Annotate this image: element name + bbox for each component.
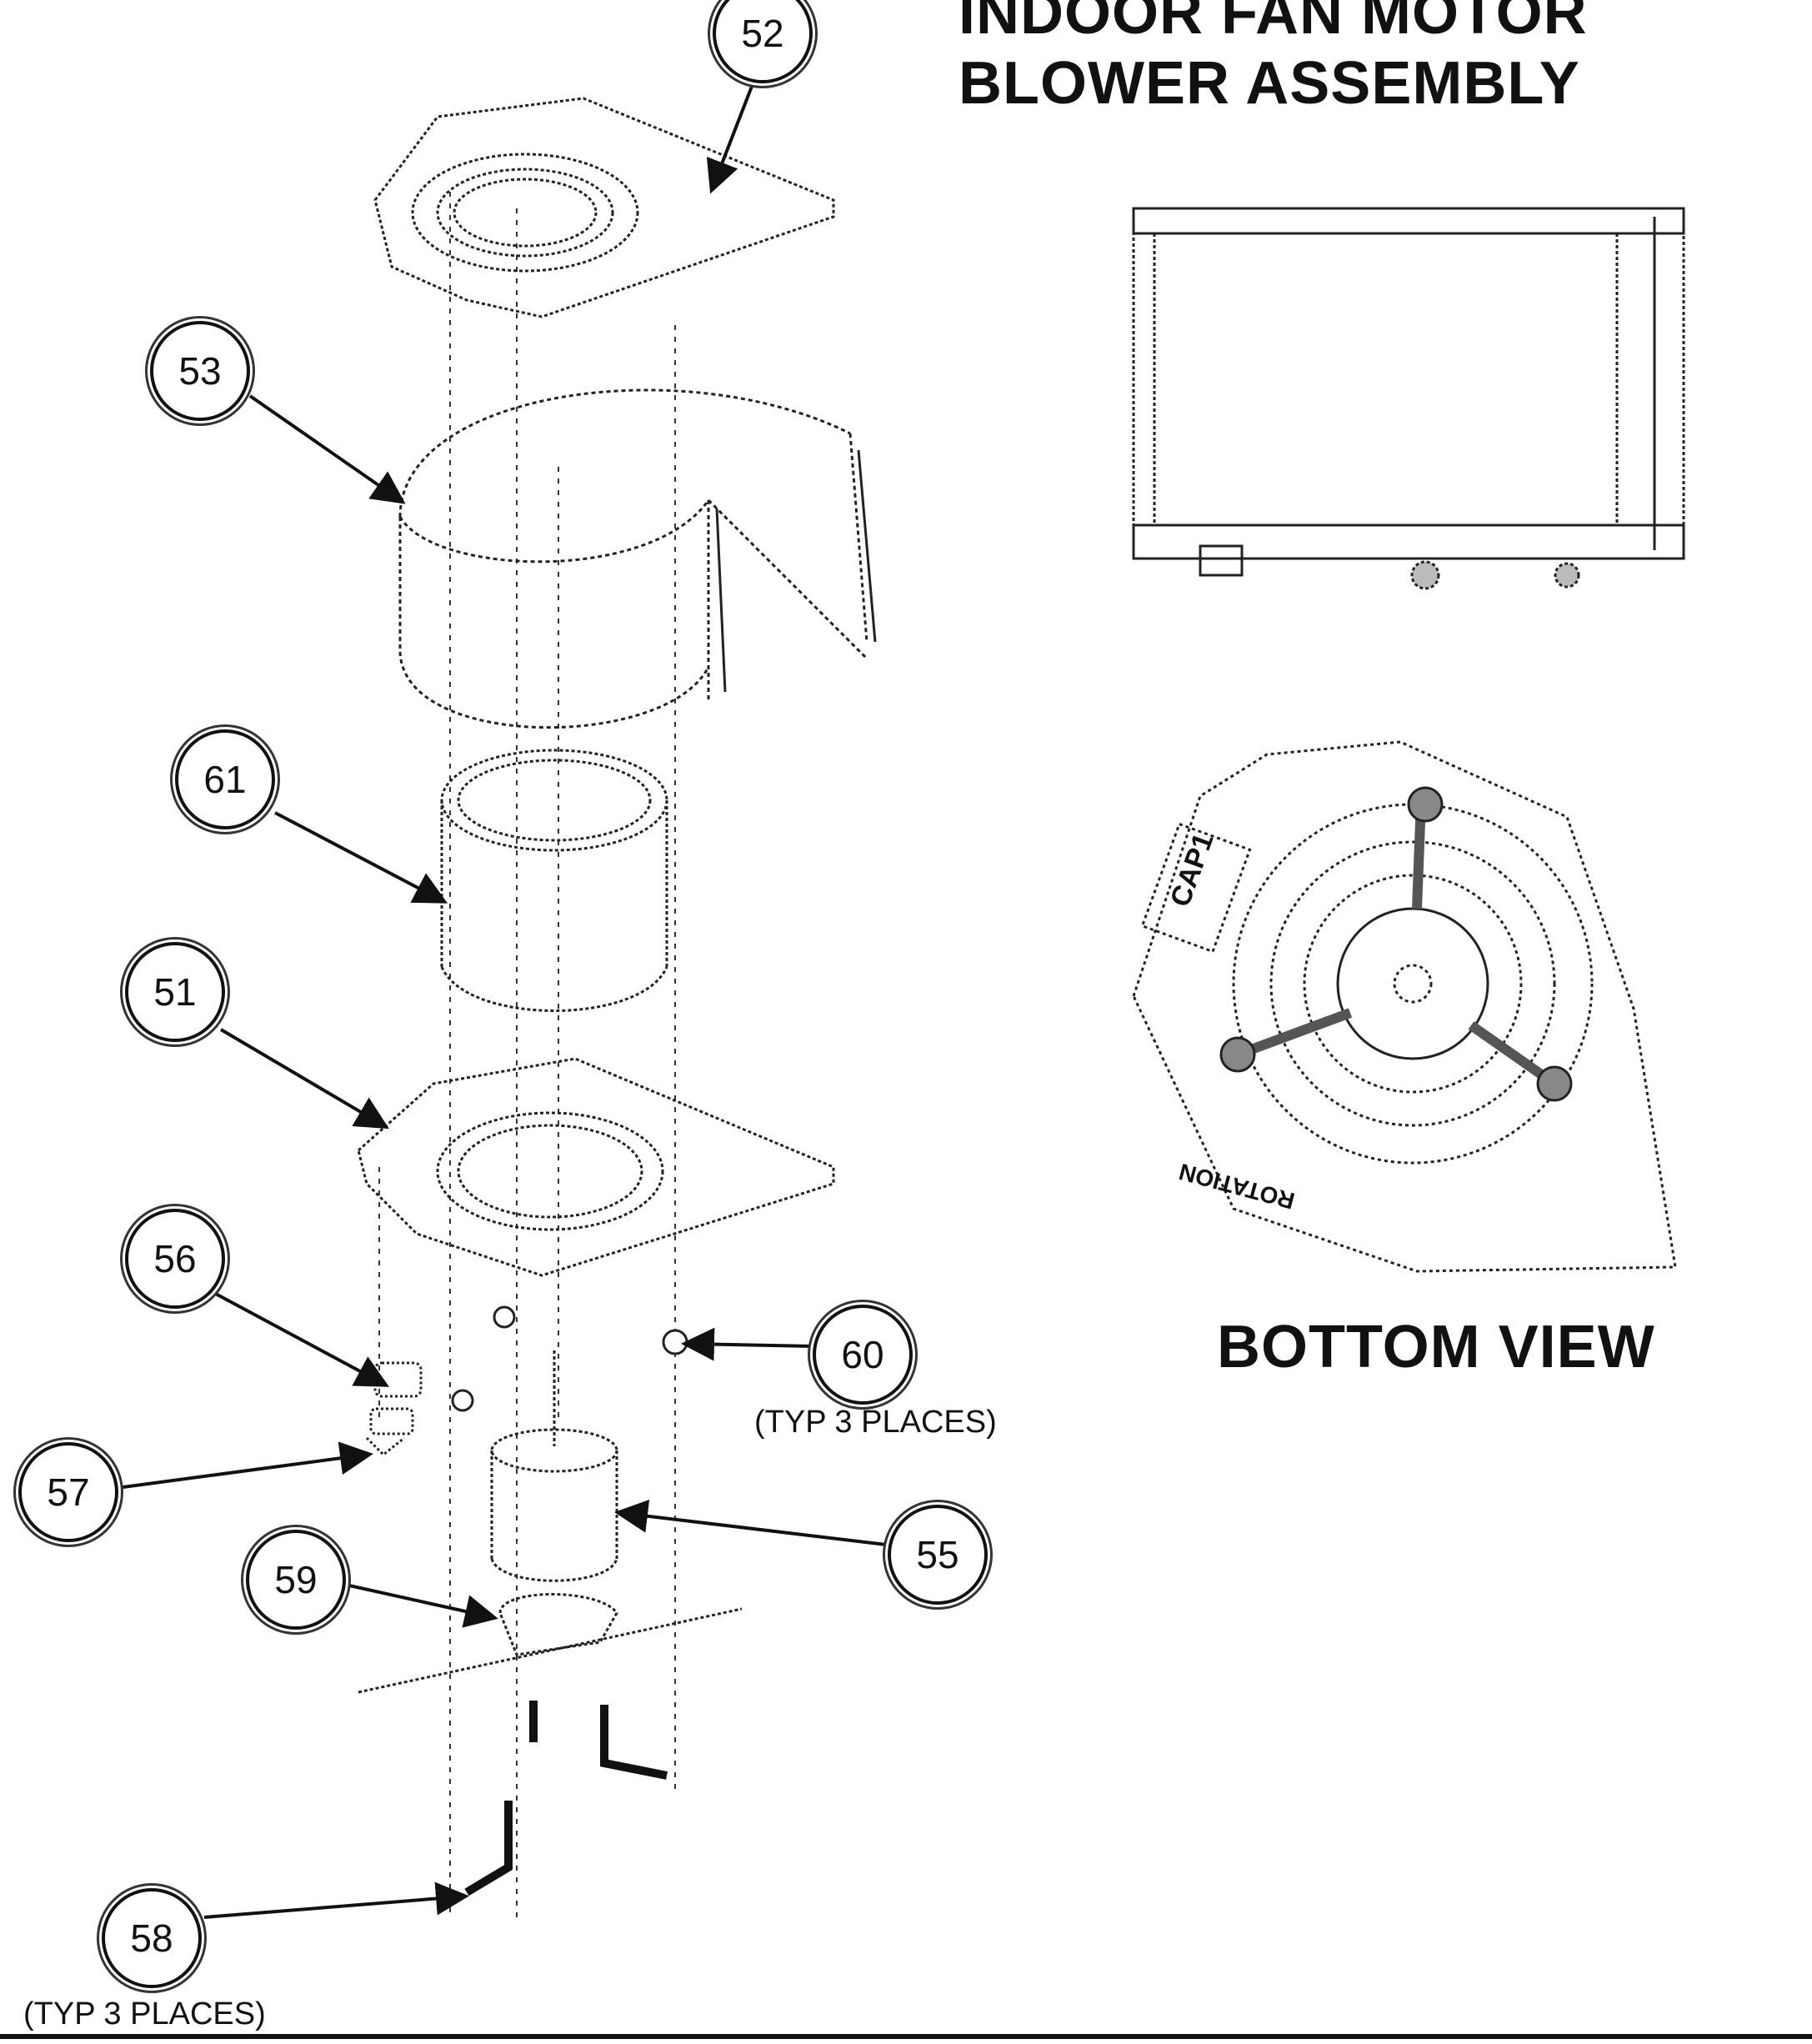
typ-3-places-note-60: (TYP 3 PLACES): [754, 1405, 997, 1440]
callout-51: 51: [125, 942, 225, 1042]
part-61-blower-wheel: [440, 749, 668, 1012]
part-53-scroll-housing: [398, 388, 877, 729]
callout-59: 59: [246, 1530, 346, 1630]
diagram-title-line-2: BLOWER ASSEMBLY: [959, 50, 1580, 117]
bottom-rule: [0, 2034, 1812, 2039]
part-59-motor-mount: [358, 1593, 743, 1694]
bottom-view-housing: [1132, 740, 1677, 1273]
callout-56: 56: [125, 1209, 225, 1309]
part-51-bottom-plate: [357, 1057, 835, 1277]
rotation-label: ROTATION: [1176, 1159, 1297, 1215]
assembly-centerlines: [378, 192, 676, 1917]
part-55-motor: [490, 1350, 618, 1582]
diagram-title-line-1: INDOOR FAN MOTOR: [959, 0, 1588, 47]
callout-55: 55: [888, 1505, 988, 1605]
callout-60: 60: [813, 1305, 913, 1405]
part-58-support-legs: [464, 1701, 668, 1896]
part-56-57-brackets: [365, 1361, 423, 1457]
part-52-top-plate: [373, 97, 835, 318]
bottom-view-label: BOTTOM VIEW: [1217, 1314, 1655, 1380]
callout-52: 52: [713, 0, 813, 83]
part-60-grommets: [451, 1305, 688, 1412]
callout-58: 58: [102, 1888, 202, 1988]
side-view-housing: [1132, 207, 1685, 590]
callout-61: 61: [175, 729, 275, 829]
typ-3-places-note-58: (TYP 3 PLACES): [23, 1996, 266, 2031]
callout-53: 53: [150, 321, 250, 421]
callout-57: 57: [18, 1442, 118, 1542]
leader-arrows: [116, 58, 901, 1919]
